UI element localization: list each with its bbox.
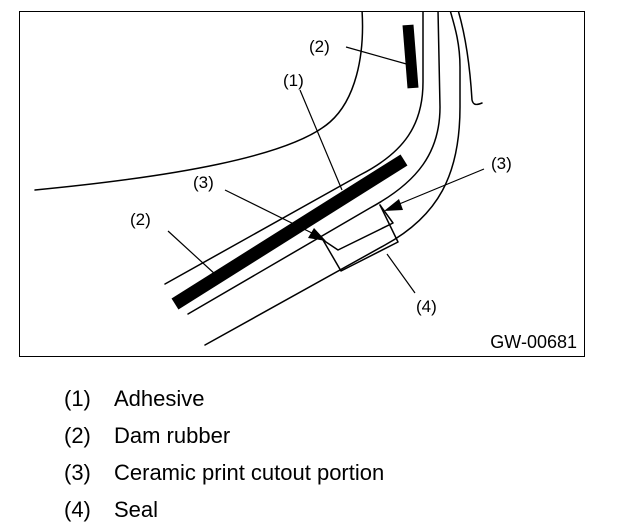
body-line-outer — [204, 12, 461, 346]
callout-2-top: (2) — [309, 37, 330, 56]
legend-number: (4) — [64, 497, 91, 522]
diagram-drawing: (2) (1) (3) (3) (2) (4) — [34, 12, 512, 346]
glass-edge-arc — [34, 12, 364, 191]
legend-item: (3) Ceramic print cutout portion — [64, 458, 384, 495]
legend-item: (4) Seal — [64, 495, 384, 530]
dam-rubber-top — [402, 24, 419, 89]
leader-line-3-left — [224, 189, 321, 238]
seal-outline — [322, 204, 399, 272]
leader-line-4 — [386, 253, 416, 294]
legend-item: (2) Dam rubber — [64, 421, 384, 458]
figure-code: GW-00681 — [490, 332, 577, 352]
legend-number: (1) — [64, 386, 91, 411]
seal-notch — [322, 204, 394, 251]
adhesive-bead — [171, 154, 408, 310]
callout-1: (1) — [283, 71, 304, 90]
diagram-figure: (2) (1) (3) (3) (2) (4) GW-00681 — [19, 11, 585, 357]
legend-text: Adhesive — [114, 386, 205, 411]
legend-text: Ceramic print cutout portion — [114, 460, 385, 485]
body-line-inner — [164, 12, 424, 285]
callout-2-left: (2) — [130, 210, 151, 229]
legend: (1) Adhesive (2) Dam rubber (3) Ceramic … — [64, 384, 384, 530]
arrowhead-3-right — [384, 199, 403, 211]
callout-3-left: (3) — [193, 173, 214, 192]
legend-number: (3) — [64, 460, 91, 485]
legend-text: Seal — [114, 497, 159, 522]
callout-3-right: (3) — [491, 154, 512, 173]
body-line-middle — [187, 12, 441, 315]
legend-text: Dam rubber — [114, 423, 231, 448]
legend-item: (1) Adhesive — [64, 384, 384, 421]
callout-4: (4) — [416, 297, 437, 316]
leader-line-2-top — [345, 46, 411, 66]
flange-line — [457, 12, 483, 106]
legend-number: (2) — [64, 423, 91, 448]
leader-line-1 — [299, 89, 343, 191]
leader-line-2-left — [167, 230, 217, 276]
arrowhead-3-left — [308, 228, 326, 241]
leader-line-3-right — [391, 168, 485, 208]
